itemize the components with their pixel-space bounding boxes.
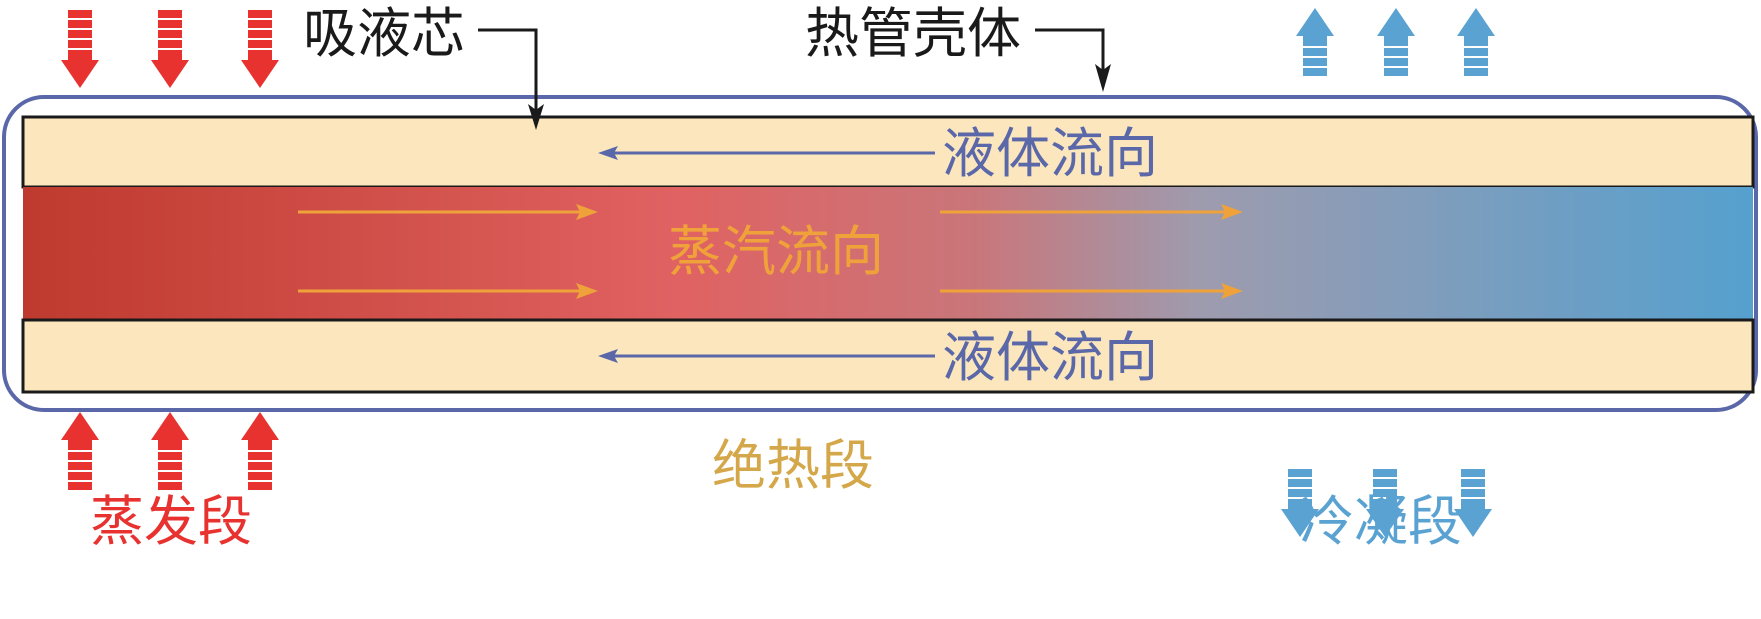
heat-input-arrows-bottom — [61, 412, 279, 490]
heat-in-arrow-icon — [151, 412, 189, 490]
heat-out-arrow-icon — [1296, 8, 1334, 76]
liquid-flow-arrow-bottom — [598, 349, 935, 363]
adiabatic-section-label: 绝热段 — [712, 434, 874, 497]
liquid-flow-label-top: 液体流向 — [942, 122, 1158, 185]
vapor-flow-arrows — [298, 204, 1243, 299]
liquid-flow-arrow-top — [598, 146, 935, 160]
heat-in-arrow-icon — [61, 10, 99, 88]
heat-input-arrows-top — [61, 10, 279, 88]
liquid-flow-label-bottom: 液体流向 — [942, 326, 1158, 389]
vapor-core — [23, 187, 1753, 320]
condenser-section-label: 冷凝段 — [1300, 490, 1462, 553]
shell-leader-line — [1035, 28, 1111, 92]
shell-label: 热管壳体 — [805, 2, 1021, 65]
wick-label: 吸液芯 — [303, 2, 465, 65]
heat-pipe-shell — [2, 95, 1758, 412]
heat-out-arrow-icon — [1457, 8, 1495, 76]
heat-in-arrow-icon — [61, 412, 99, 490]
heat-output-arrows-top — [1296, 8, 1495, 76]
wick-leader-line — [478, 28, 544, 130]
heat-out-arrow-icon — [1377, 8, 1415, 76]
heat-in-arrow-icon — [241, 412, 279, 490]
heat-in-arrow-icon — [241, 10, 279, 88]
heat-in-arrow-icon — [151, 10, 189, 88]
evaporator-section-label: 蒸发段 — [90, 490, 252, 553]
vapor-flow-label: 蒸汽流向 — [668, 220, 884, 283]
